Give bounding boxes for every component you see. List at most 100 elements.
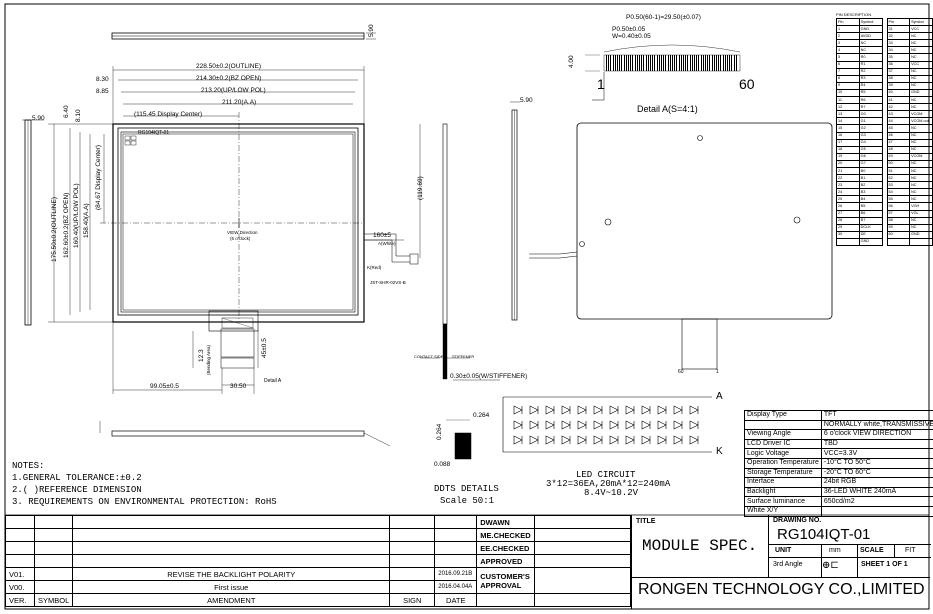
- pin-number: 40: [886, 88, 911, 98]
- fpc-pin: [685, 55, 687, 71]
- fpc-pin: [683, 55, 684, 71]
- front-view: [100, 112, 419, 369]
- front-dim-lines: [48, 66, 421, 394]
- fpc-pin: [733, 55, 735, 71]
- spec-key: Logic Voltage: [744, 448, 822, 459]
- pin-symbol: G6: [858, 152, 883, 161]
- pin-symbol: NC: [909, 103, 933, 112]
- pin-symbol: G0: [858, 110, 883, 119]
- pin-number: 26: [836, 202, 860, 211]
- dim-aa-height: 158.40(A.A): [83, 203, 90, 238]
- notes: NOTES: 1.GENERAL TOLERANCE:±0.2 2.( )REF…: [12, 460, 277, 508]
- led-circuit-drawing: [502, 396, 712, 453]
- pin-symbol: NC: [909, 124, 933, 133]
- fpc-pin: [722, 55, 724, 71]
- hdr-ver: VER.: [5, 593, 35, 607]
- pin-number: 31: [886, 25, 911, 34]
- pin-number: 11: [836, 96, 860, 105]
- pin-symbol: NC: [909, 145, 933, 154]
- pin-number: 7: [836, 67, 860, 76]
- pin-number: 24: [836, 188, 860, 197]
- led-diode: [529, 405, 539, 415]
- pin-number: 57: [886, 209, 911, 218]
- fpc-pin: [667, 55, 669, 71]
- pin-symbol: NC: [909, 32, 933, 41]
- note-1: 1.GENERAL TOLERANCE:±0.2: [12, 473, 142, 483]
- fpc-pin: [612, 55, 614, 71]
- fpc-pin: [713, 55, 715, 71]
- led-line1: 3*12=36EA,20mA*12=240mA: [546, 479, 671, 489]
- detail-a-pin-last: 60: [739, 76, 755, 92]
- dim-fpc-width: 30.50: [230, 383, 247, 390]
- pin-number: 53: [886, 181, 911, 190]
- pin-symbol: B3: [858, 188, 883, 197]
- title-block: TITLE MODULE SPEC. DRAWING NO. RG104IQT-…: [631, 515, 931, 609]
- fpc-pin: [669, 55, 671, 71]
- dim-aa-width: 211.20(A.A): [222, 99, 257, 106]
- dim-left-offset-1: 8.30: [96, 76, 109, 83]
- pin-number: 39: [886, 81, 911, 90]
- fpc-pin: [700, 55, 702, 71]
- pin-symbol: NC: [909, 67, 933, 76]
- pin-number: 2: [836, 32, 860, 41]
- fpc-pin: [698, 55, 700, 71]
- pin-symbol: NC: [858, 39, 883, 48]
- dim-fpc-right: (119.69): [417, 176, 424, 200]
- customer-approval: CUSTOMER'S APPROVAL: [476, 567, 535, 594]
- fpc-pin: [718, 55, 720, 71]
- pin-number: [836, 237, 860, 247]
- approval-dwawn: DWAWN: [476, 515, 535, 529]
- spec-value: NORMALLY white,TRANSMISSIVE: [820, 419, 933, 431]
- view-direction: VIEW Direction: [227, 230, 258, 235]
- back-pin-1: 1: [716, 369, 719, 375]
- led-diode: [673, 435, 683, 445]
- pin-symbol: R1: [858, 60, 883, 69]
- detail-a-width: W=0.40±0.05: [612, 33, 651, 40]
- led-diode: [545, 420, 555, 430]
- pin-symbol: R5: [858, 88, 883, 98]
- ddts-scale: Scale 50:1: [440, 496, 495, 506]
- spec-row: NORMALLY white,TRANSMISSIVE: [744, 419, 933, 431]
- led-diode: [593, 435, 603, 445]
- pin-number: 47: [886, 138, 911, 147]
- pin-symbol: G2: [858, 124, 883, 133]
- pin-number: 25: [836, 195, 860, 204]
- revision-table: DWAWN ME.CHECKED EE.CHECKED APPROVED V01…: [5, 515, 632, 607]
- view-clock: (6 o'clock): [230, 236, 251, 241]
- fpc-pin: [663, 55, 665, 71]
- dim-top-offset-2: 8.10: [75, 109, 82, 122]
- pin-number: 38: [886, 74, 911, 83]
- dim-display-center-y: (84.67 Display Center): [95, 144, 102, 210]
- spec-key: Viewing Angle: [744, 429, 822, 440]
- fpc-pin: [625, 55, 627, 71]
- stiffener-thickness: 0.30±0.05(W/STIFFENER): [450, 373, 528, 380]
- back-view: [529, 122, 833, 370]
- pin-number: 51: [886, 166, 911, 176]
- pin-symbol: B1: [858, 174, 883, 183]
- pin-number: 46: [886, 131, 911, 140]
- led-diode: [577, 435, 587, 445]
- left-side-view: [22, 119, 44, 326]
- pin-symbol: Symbol: [909, 17, 933, 27]
- led-diode: [593, 405, 603, 415]
- dim-pol-height: 160.40(UP/LOW POL): [73, 183, 80, 248]
- pin-number: 56: [886, 202, 911, 211]
- fpc-pin: [623, 55, 625, 71]
